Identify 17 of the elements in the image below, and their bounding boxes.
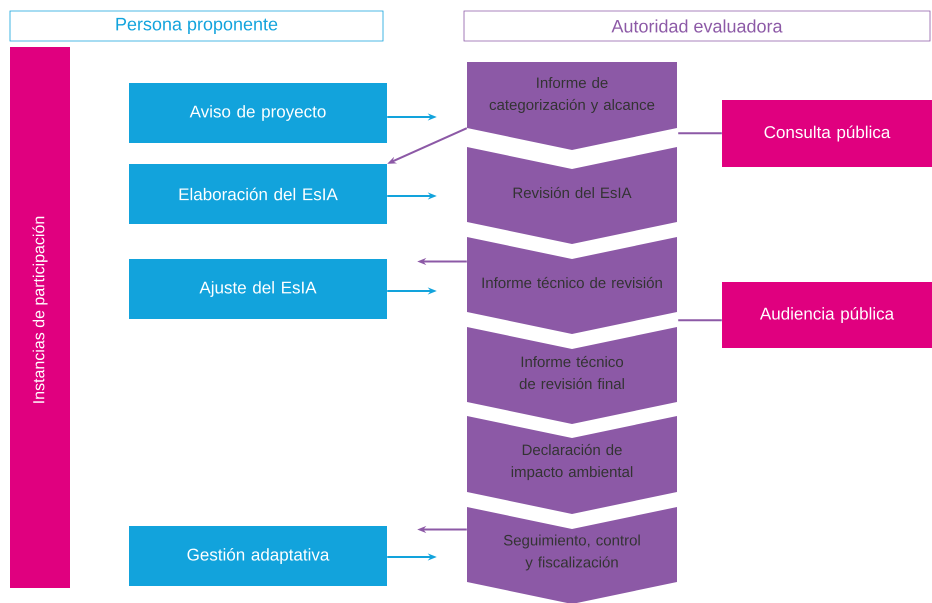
chevron-step: Informe técnico de revisión: [467, 237, 677, 334]
chevron-step: Informe técnico de revisión final: [467, 327, 677, 424]
chevron-step: Seguimiento, control y fiscalización: [467, 507, 677, 603]
process-box: Gestión adaptativa: [129, 526, 387, 586]
chevron-step: Declaración de impacto ambiental: [467, 416, 677, 514]
chevron-step: Informe de categorización y alcance: [467, 62, 677, 150]
column-header: Autoridad evaluadora: [464, 10, 930, 42]
connector-line: [678, 319, 722, 322]
connector-line: [678, 132, 722, 134]
column-header: Persona proponente: [10, 10, 384, 42]
process-box: Ajuste del EsIA: [129, 259, 387, 319]
vertical-band: Instancias de participación: [10, 47, 70, 588]
participation-box: Audiencia pública: [722, 282, 932, 348]
participation-box: Consulta pública: [722, 100, 932, 167]
process-box: Aviso de proyecto: [129, 83, 387, 143]
process-box: Elaboración del EsIA: [129, 164, 387, 224]
chevron-step: Revisión del EsIA: [467, 147, 677, 244]
